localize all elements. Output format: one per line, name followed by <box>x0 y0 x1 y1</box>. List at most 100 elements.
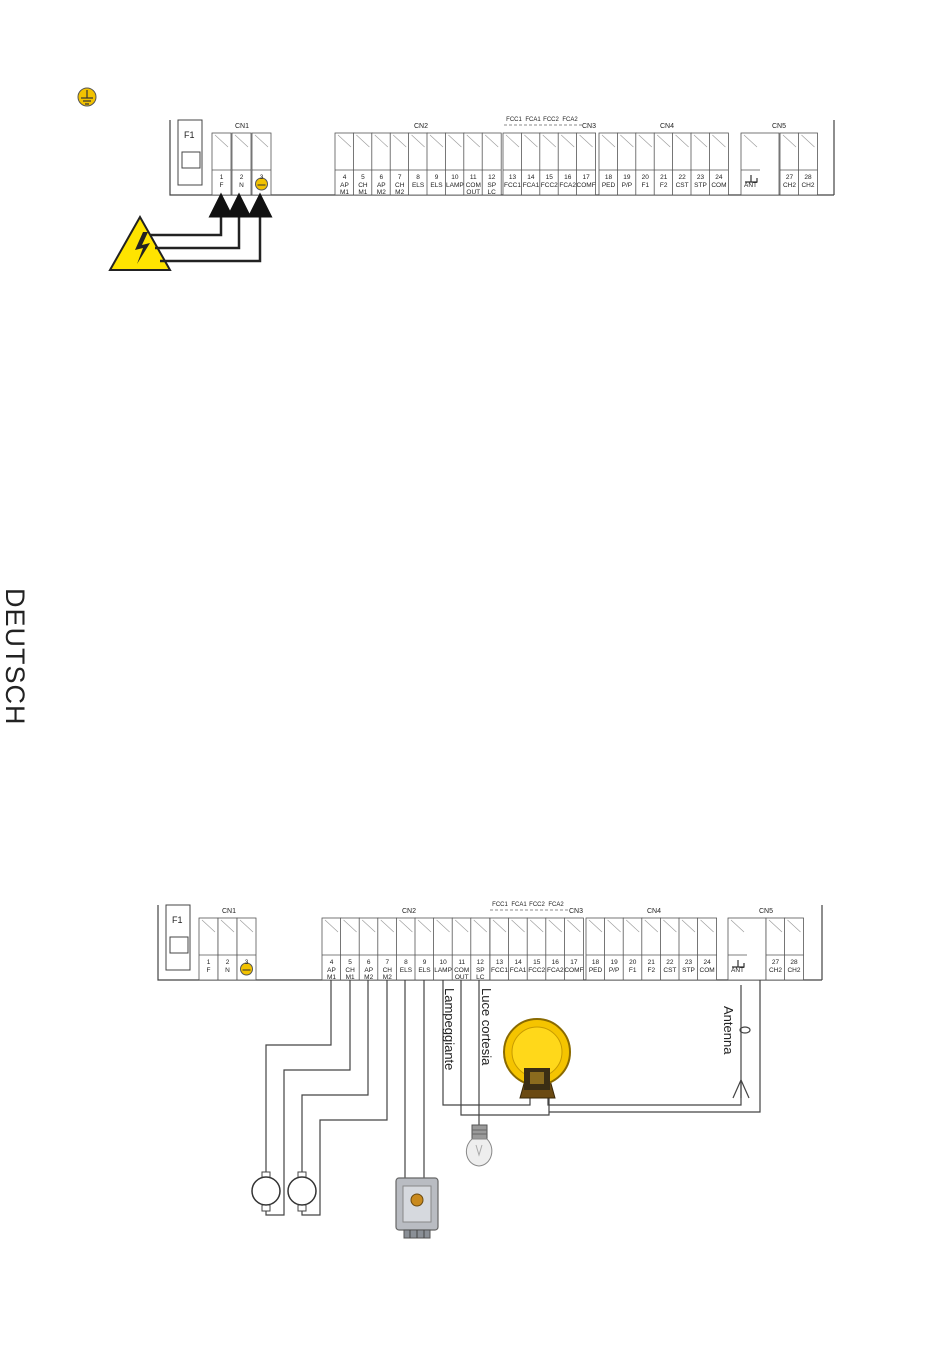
limit-switch-mark: FCC2 <box>529 902 545 908</box>
terminal-label: CST <box>676 182 689 189</box>
terminal-label: M2 <box>395 189 404 196</box>
terminal-number: 4 <box>343 174 347 181</box>
terminal-label: CST <box>663 967 676 974</box>
terminal-label: P/P <box>609 967 619 974</box>
terminal-label: FCA1 <box>510 967 527 974</box>
terminal-label: F <box>220 182 224 189</box>
terminal-number: 1 <box>207 959 211 966</box>
group-label-cn4: CN4 <box>660 123 674 130</box>
high-voltage-warning-icon <box>108 214 172 271</box>
terminal-label: PED <box>602 182 616 189</box>
terminal-label: AP <box>340 182 349 189</box>
terminal-label: OUT <box>466 189 480 196</box>
group-label-cn1: CN1 <box>222 908 236 915</box>
terminal-label: AP <box>327 967 336 974</box>
limit-switch-mark: FCC2 <box>543 117 559 123</box>
terminal-label: CH2 <box>801 182 814 189</box>
terminal-2: 2N <box>217 917 238 981</box>
terminal-number: 3 <box>260 174 264 181</box>
limit-switch-mark: FCA2 <box>548 902 564 908</box>
fuse-label: F1 <box>184 130 195 140</box>
terminal-number: 23 <box>685 959 693 966</box>
group-label-cn5: CN5 <box>772 123 786 130</box>
terminal-number: 7 <box>398 174 402 181</box>
courtesy-light-label: Luce cortesia <box>479 988 494 1066</box>
terminal-label: LC <box>488 189 497 196</box>
terminal-label: COM <box>466 182 481 189</box>
earth-symbol-icon <box>77 87 97 107</box>
terminal-label: CH <box>383 967 393 974</box>
group-label-cn3: CN3 <box>582 123 596 130</box>
terminal-number: 3 <box>245 959 249 966</box>
motor-2-icon <box>287 1171 317 1212</box>
terminal-number: 22 <box>678 174 686 181</box>
limit-switch-mark: FCC1 <box>506 117 522 123</box>
terminal-number: 19 <box>610 959 618 966</box>
terminal-number: 15 <box>546 174 554 181</box>
terminal-19: 19P/P <box>617 132 637 196</box>
terminal-label: COMF <box>564 967 583 974</box>
terminal-number: 20 <box>642 174 650 181</box>
terminal-number: 17 <box>570 959 578 966</box>
terminal-number: 13 <box>509 174 517 181</box>
terminal-label: CH2 <box>783 182 796 189</box>
terminal-label: ELS <box>400 967 413 974</box>
courtesy-bulb-icon <box>465 1124 493 1167</box>
terminal-number: 14 <box>514 959 522 966</box>
fuse-icon: F1 <box>177 119 203 186</box>
earth-terminal-icon <box>240 962 253 976</box>
terminal-19: 19P/P <box>604 917 624 981</box>
terminal-number: 21 <box>648 959 656 966</box>
terminal-number: 18 <box>605 174 613 181</box>
terminal-number: 11 <box>470 174 477 181</box>
terminal-label: AP <box>377 182 386 189</box>
terminal-number: 18 <box>592 959 600 966</box>
antenna-terminal-icon <box>745 175 758 183</box>
flashing-light-label: Lampeggiante <box>442 988 457 1070</box>
terminal-3: 3 <box>251 132 272 196</box>
group-label-cn3: CN3 <box>569 908 583 915</box>
terminal-label: F <box>207 967 211 974</box>
terminal-label: FCC2 <box>528 967 545 974</box>
terminal-3: 3 <box>236 917 257 981</box>
terminal-label: M1 <box>346 974 355 981</box>
terminal-label: FCC1 <box>504 182 521 189</box>
antenna-label: Antenna <box>721 1006 736 1055</box>
terminal-label: ANT <box>744 182 757 189</box>
terminal-label: FCA2 <box>559 182 576 189</box>
antenna-icon <box>732 985 751 1099</box>
limit-switch-mark: FCA2 <box>562 117 578 123</box>
terminal-label: COM <box>454 967 469 974</box>
electric-lock-icon <box>395 1177 439 1239</box>
terminal-number: 27 <box>772 959 780 966</box>
terminal-number: 22 <box>666 959 674 966</box>
terminal-number: 28 <box>790 959 798 966</box>
terminal-number: 23 <box>697 174 705 181</box>
terminal-label: M2 <box>364 974 373 981</box>
terminal-1: 1F <box>211 132 232 196</box>
lamp-wires <box>442 980 761 1125</box>
terminal-label: F2 <box>648 967 656 974</box>
lock-wires <box>404 980 425 1185</box>
terminal-label: ELS <box>430 182 443 189</box>
terminal-number: 21 <box>660 174 668 181</box>
terminal-number: 5 <box>348 959 352 966</box>
terminal-label: AP <box>364 967 373 974</box>
terminal-label: CH <box>345 967 355 974</box>
